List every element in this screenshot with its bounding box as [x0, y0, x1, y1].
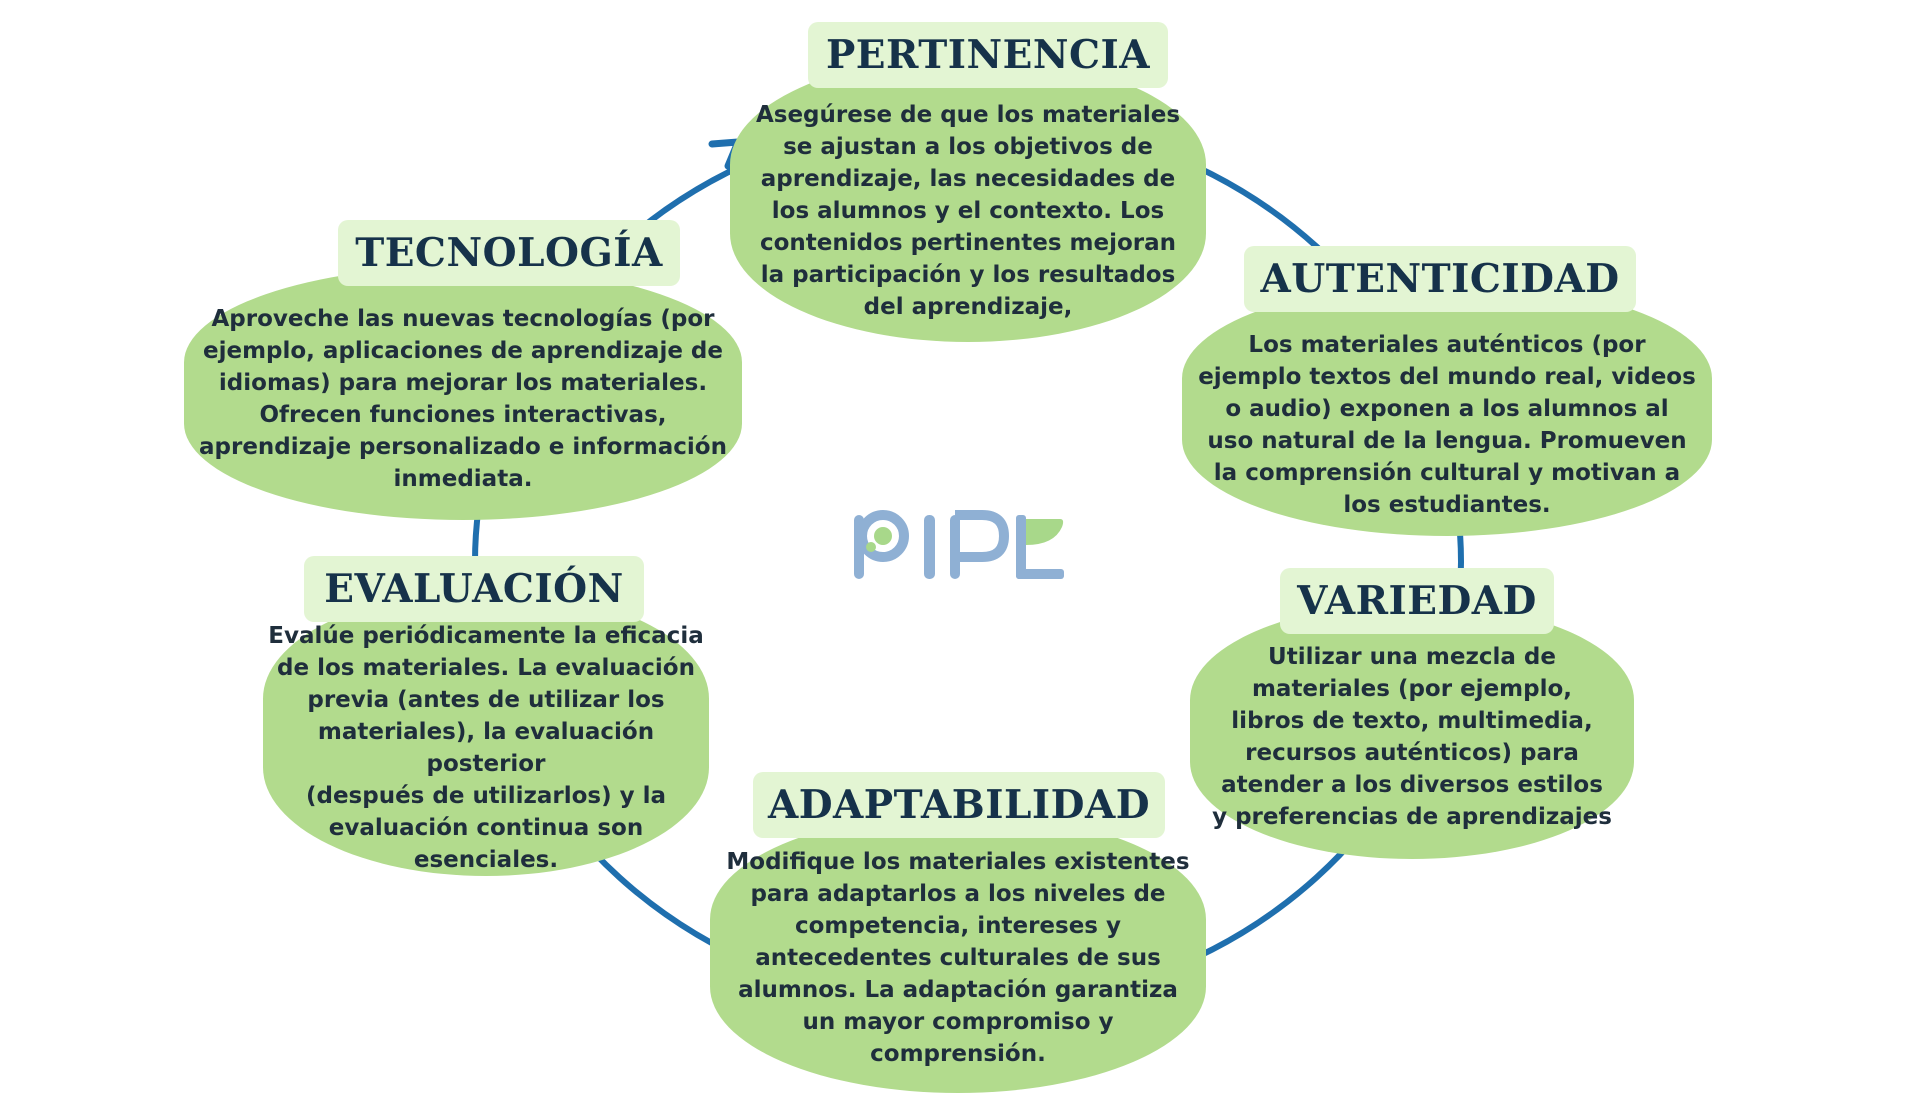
node-autenticidad: Los materiales auténticos (por ejemplo t…	[1182, 282, 1712, 536]
variedad-label: VARIEDAD	[1280, 568, 1554, 634]
adaptabilidad-text: Modifique los materiales existentes para…	[726, 849, 1190, 1067]
node-variedad: Utilizar una mezcla de materiales (por e…	[1190, 603, 1634, 859]
pertinencia-label: PERTINENCIA	[808, 22, 1168, 88]
node-evaluacion: Evalúe periódicamente la eficacia de los…	[263, 590, 709, 876]
node-adaptabilidad: Modifique los materiales existentes para…	[710, 813, 1206, 1093]
autenticidad-label: AUTENTICIDAD	[1244, 246, 1636, 312]
autenticidad-text: Los materiales auténticos (por ejemplo t…	[1198, 332, 1696, 518]
node-tecnologia: Aproveche las nuevas tecnologías (por ej…	[184, 266, 742, 520]
variedad-text: Utilizar una mezcla de materiales (por e…	[1212, 644, 1612, 830]
adaptabilidad-label: ADAPTABILIDAD	[753, 772, 1165, 838]
pertinencia-text: Asegúrese de que los materiales se ajust…	[755, 102, 1181, 320]
evaluacion-label: EVALUACIÓN	[304, 556, 644, 622]
evaluacion-text: Evalúe periódicamente la eficacia de los…	[268, 623, 704, 873]
node-pertinencia: Asegúrese de que los materiales se ajust…	[730, 56, 1206, 342]
pipe-logo	[854, 510, 1064, 579]
tecnologia-text: Aproveche las nuevas tecnologías (por ej…	[199, 306, 727, 492]
tecnologia-label: TECNOLOGÍA	[338, 220, 680, 286]
